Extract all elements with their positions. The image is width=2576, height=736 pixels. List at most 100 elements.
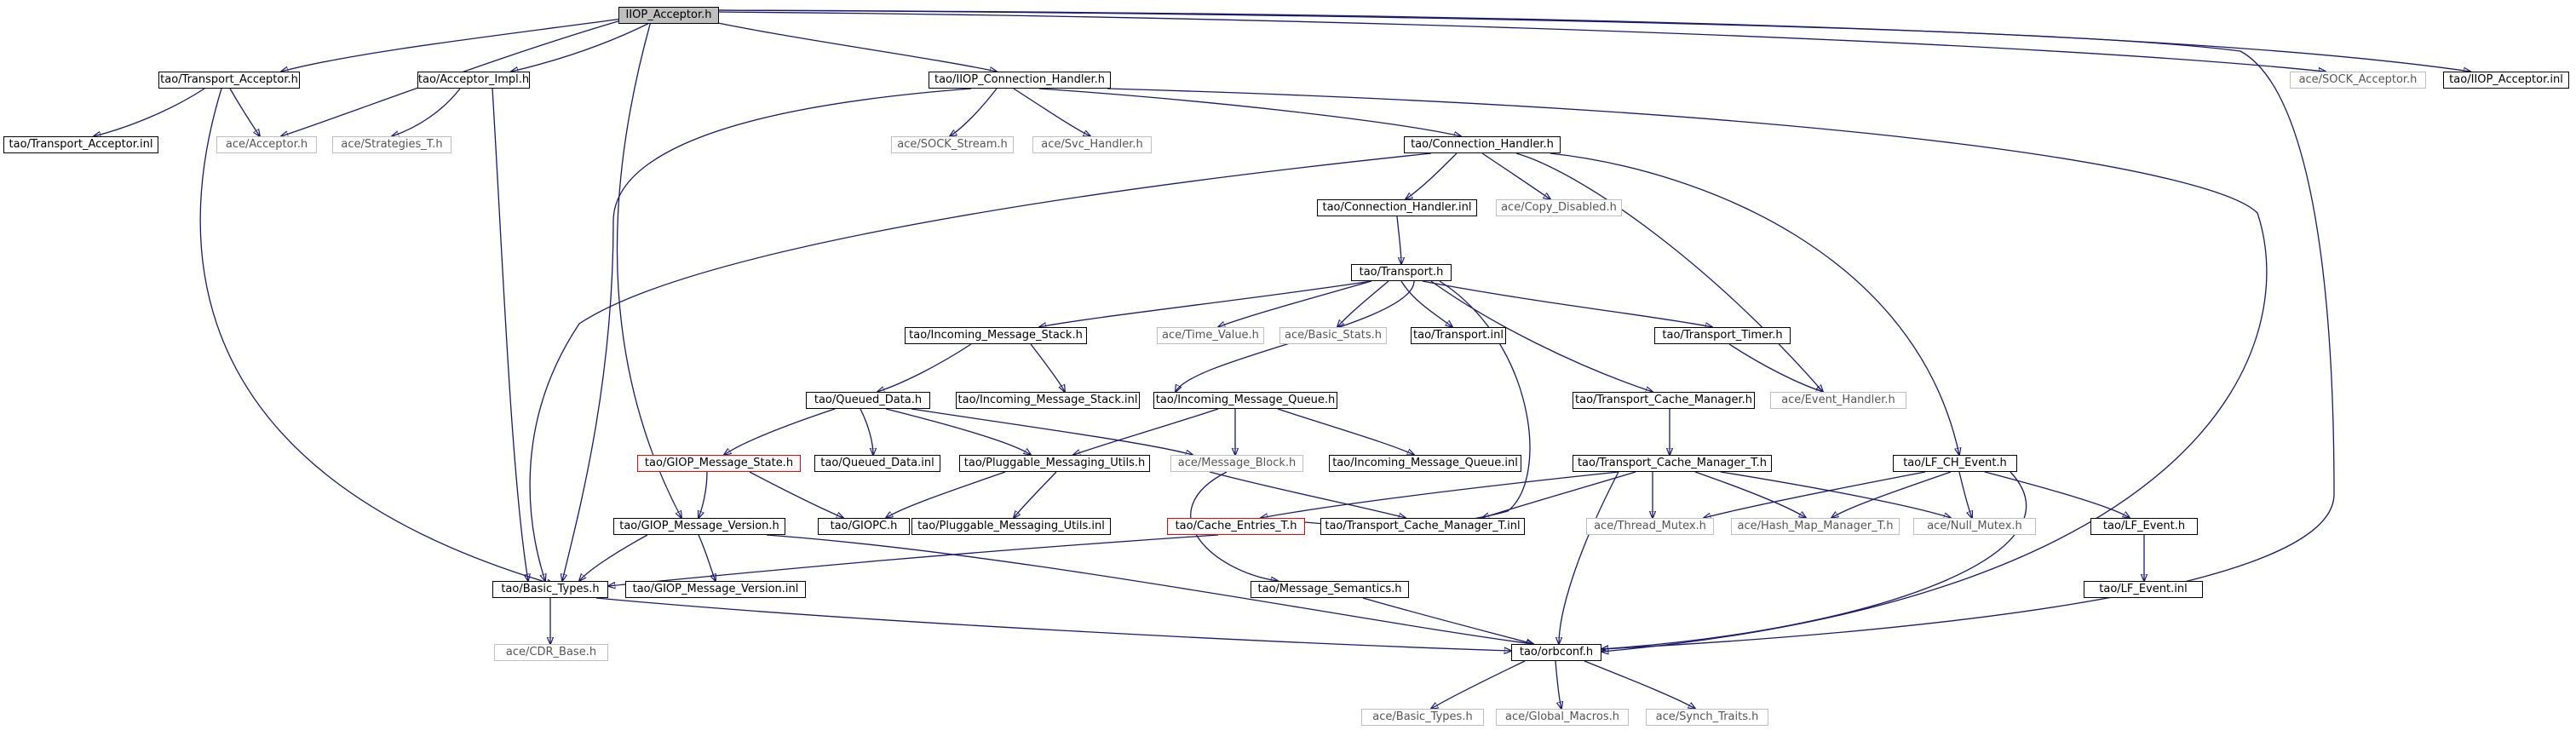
node-cdr-base-h[interactable]: ace/CDR_Base.h (494, 644, 608, 661)
dependency-edge (94, 88, 205, 136)
node-transport-timer-h[interactable]: tao/Transport_Timer.h (1654, 327, 1791, 344)
node-iiop-connection-handler-h[interactable]: tao/IIOP_Connection_Handler.h (929, 72, 1111, 89)
node-giop-message-state-h[interactable]: tao/GIOP_Message_State.h (637, 455, 801, 472)
node-lf-ch-event-h[interactable]: tao/LF_CH_Event.h (1893, 455, 2017, 472)
node-cache-entries-t-h[interactable]: tao/Cache_Entries_T.h (1167, 518, 1305, 535)
node-copy-disabled-h[interactable]: ace/Copy_Disabled.h (1496, 199, 1622, 216)
node-iiop-acceptor-h[interactable]: IIOP_Acceptor.h (618, 7, 719, 24)
dependency-edge (1337, 280, 1389, 327)
dependency-edge (681, 14, 997, 72)
node-connection-handler-inl[interactable]: tao/Connection_Handler.inl (1317, 199, 1477, 216)
dependency-edge (1555, 660, 1561, 709)
dependency-edge (1550, 152, 1959, 455)
node-ace-acceptor-h[interactable]: ace/Acceptor.h (216, 136, 317, 153)
node-incoming-message-queue-inl[interactable]: tao/Incoming_Message_Queue.inl (1329, 455, 1521, 472)
dependency-edge (1704, 471, 1926, 518)
dependency-edge (1261, 471, 1619, 518)
dependency-edge (1728, 343, 1823, 392)
dependency-edge (749, 471, 843, 518)
dependency-edge (699, 471, 708, 518)
dependency-edge (1984, 471, 2130, 518)
node-transport-acceptor-h[interactable]: tao/Transport_Acceptor.h (158, 72, 300, 89)
dependency-edge (1430, 280, 1653, 392)
dependency-edge (718, 9, 2335, 649)
node-lf-event-inl[interactable]: tao/LF_Event.inl (2084, 581, 2203, 598)
node-ace-basic-types-h[interactable]: ace/Basic_Types.h (1361, 709, 1484, 726)
node-message-semantics-h[interactable]: tao/Message_Semantics.h (1251, 581, 1409, 598)
dependency-edge (616, 14, 681, 518)
dependency-edge (1038, 88, 1461, 136)
dependency-edge (1422, 280, 1712, 327)
dependency-edge (492, 88, 528, 581)
dependency-edge (229, 88, 260, 136)
dependency-edge (1406, 152, 1458, 199)
node-queued-data-inl[interactable]: tao/Queued_Data.inl (814, 455, 940, 472)
dependency-edge (1014, 471, 1057, 518)
node-transport-h[interactable]: tao/Transport.h (1351, 264, 1452, 281)
node-queued-data-h[interactable]: tao/Queued_Data.h (806, 392, 930, 409)
node-pluggable-messaging-utils-inl[interactable]: tao/Pluggable_Messaging_Utils.inl (911, 518, 1111, 535)
node-transport-cache-manager-t-inl[interactable]: tao/Transport_Cache_Manager_T.inl (1320, 518, 1525, 535)
dependency-edge (562, 88, 972, 581)
dependency-edge (608, 534, 1219, 586)
dependency-edge (199, 88, 554, 584)
dependency-edge (715, 9, 2470, 72)
dependency-edge (1431, 660, 1526, 709)
node-thread-mutex-h[interactable]: ace/Thread_Mutex.h (1586, 518, 1714, 535)
node-strategies-t-h[interactable]: ace/Strategies_T.h (332, 136, 451, 153)
dependency-edge (1559, 471, 1619, 644)
dependency-edge (579, 534, 648, 581)
dependency-edge (1107, 88, 2268, 652)
node-giopc-h[interactable]: tao/GIOPC.h (818, 518, 910, 535)
dependency-edge (529, 152, 1432, 581)
dependency-edge (766, 534, 1533, 644)
dependency-edge (595, 597, 1511, 651)
node-transport-cache-manager-h[interactable]: tao/Transport_Cache_Manager.h (1573, 392, 1755, 409)
node-message-block-h[interactable]: ace/Message_Block.h (1170, 455, 1303, 472)
node-transport-acceptor-inl[interactable]: tao/Transport_Acceptor.inl (3, 136, 158, 153)
node-acceptor-impl-h[interactable]: tao/Acceptor_Impl.h (417, 72, 530, 89)
node-giop-message-version-h[interactable]: tao/GIOP_Message_Version.h (613, 518, 785, 535)
node-transport-cache-manager-t-h[interactable]: tao/Transport_Cache_Manager_T.h (1573, 455, 1772, 472)
node-basic-types-h[interactable]: tao/Basic_Types.h (492, 581, 608, 598)
node-iiop-acceptor-inl[interactable]: tao/IIOP_Acceptor.inl (2443, 72, 2569, 89)
dependency-edge (1362, 597, 1533, 644)
node-event-handler-h[interactable]: ace/Event_Handler.h (1770, 392, 1906, 409)
dependency-edge (715, 11, 2326, 72)
node-lf-event-h[interactable]: tao/LF_Event.h (2090, 518, 2198, 535)
dependency-edge (1481, 152, 1550, 199)
dependency-edge (1030, 343, 1065, 392)
node-giop-message-version-inl[interactable]: tao/GIOP_Message_Version.inl (625, 581, 806, 598)
dependency-edge (950, 88, 998, 136)
node-incoming-message-stack-inl[interactable]: tao/Incoming_Message_Stack.inl (956, 392, 1140, 409)
node-basic-stats-h[interactable]: ace/Basic_Stats.h (1279, 327, 1387, 344)
node-synch-traits-h[interactable]: ace/Synch_Traits.h (1646, 709, 1768, 726)
node-pluggable-messaging-utils-h[interactable]: tao/Pluggable_Messaging_Utils.h (959, 455, 1150, 472)
dependency-edge (1601, 471, 2027, 649)
node-incoming-message-queue-h[interactable]: tao/Incoming_Message_Queue.h (1153, 392, 1337, 409)
dependency-edge (1073, 408, 1219, 455)
dependency-edge (511, 14, 665, 72)
node-sock-acceptor-h[interactable]: ace/SOCK_Acceptor.h (2290, 72, 2426, 89)
node-global-macros-h[interactable]: ace/Global_Macros.h (1496, 709, 1629, 726)
dependency-edge (1694, 471, 1806, 518)
node-time-value-h[interactable]: ace/Time_Value.h (1157, 327, 1264, 344)
dependency-edge (1720, 471, 1951, 518)
dependency-edge (698, 534, 716, 581)
dependency-edge (392, 88, 461, 136)
node-hash-map-manager-t-h[interactable]: ace/Hash_Map_Manager_T.h (1731, 518, 1900, 535)
dependency-edge (1218, 280, 1372, 327)
node-null-mutex-h[interactable]: ace/Null_Mutex.h (1913, 518, 2036, 535)
dependency-edge (860, 408, 873, 455)
node-connection-handler-h[interactable]: tao/Connection_Handler.h (1404, 136, 1561, 153)
dependency-edge (1482, 471, 1636, 518)
node-svc-handler-h[interactable]: ace/Svc_Handler.h (1032, 136, 1152, 153)
node-sock-stream-h[interactable]: ace/SOCK_Stream.h (891, 136, 1014, 153)
node-incoming-message-stack-h[interactable]: tao/Incoming_Message_Stack.h (905, 327, 1087, 344)
node-transport-inl[interactable]: tao/Transport.inl (1411, 327, 1506, 344)
dependency-edge (911, 408, 1193, 455)
node-orbconf-h[interactable]: tao/orbconf.h (1511, 644, 1601, 661)
dependency-edge (1277, 408, 1414, 455)
